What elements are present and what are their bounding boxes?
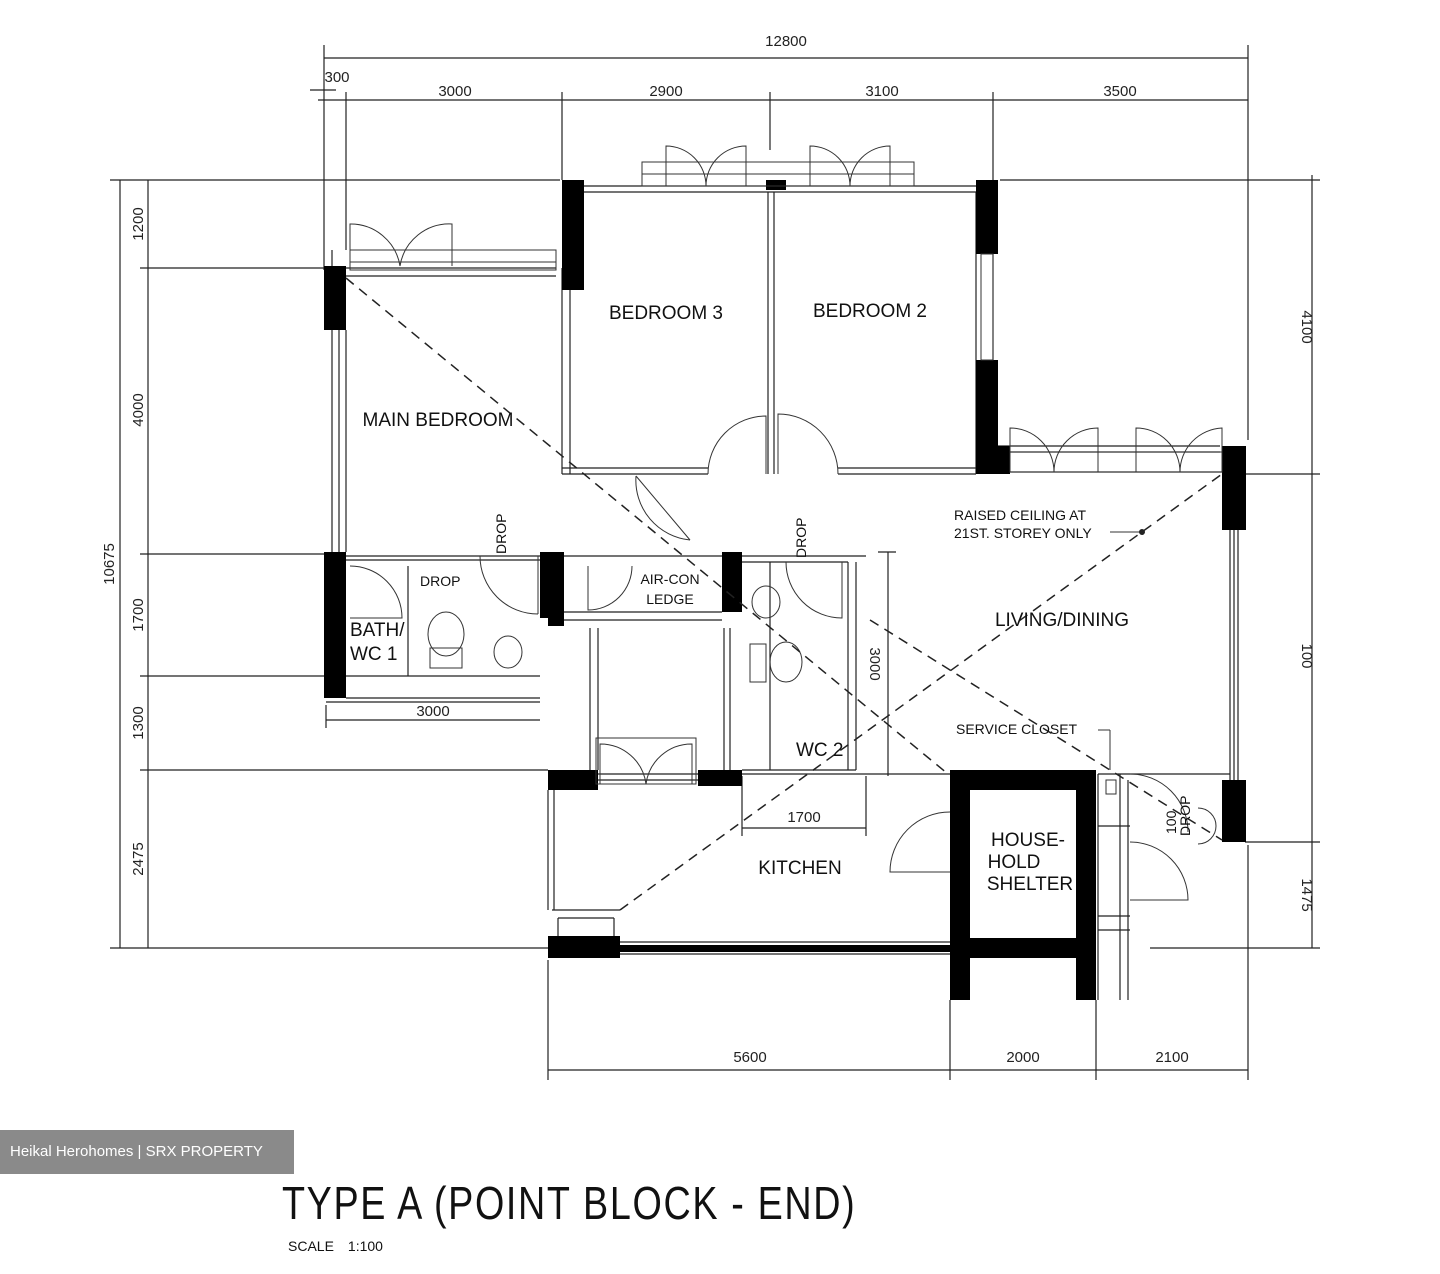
dim-left-seg-4: 1300 xyxy=(130,706,147,739)
notes: RAISED CEILING AT 21ST. STOREY ONLY DROP… xyxy=(420,507,1193,836)
walls-solid xyxy=(324,180,1246,1000)
fixtures xyxy=(427,585,1117,795)
note-drop-wc2: DROP xyxy=(793,518,809,558)
dim-left-seg-5: 2475 xyxy=(130,842,147,875)
toilet-wc2-icon xyxy=(769,641,803,683)
note-drop-corridor: DROP xyxy=(493,514,509,554)
room-labels: BEDROOM 3 BEDROOM 2 MAIN BEDROOM LIVING/… xyxy=(350,301,1129,895)
scale-note: SCALE 1:100 xyxy=(288,1238,383,1254)
dim-bottom-seg-1: 5600 xyxy=(733,1049,766,1066)
dim-right-seg-2: 1475 xyxy=(1298,878,1315,911)
note-raised-ceiling-line1: RAISED CEILING AT xyxy=(954,507,1086,523)
plan-title: TYPE A (POINT BLOCK - END) xyxy=(282,1177,857,1229)
dim-left-seg-1: 1200 xyxy=(130,207,147,240)
doors xyxy=(349,145,1223,901)
dim-left-seg-3: 1700 xyxy=(130,598,147,631)
dim-right-seg-1: 4100 xyxy=(1298,310,1315,343)
dim-wc2-height: 3000 xyxy=(866,647,883,680)
dim-bottom-seg-3: 2100 xyxy=(1155,1049,1188,1066)
label-bath-line2: WC 1 xyxy=(350,644,398,665)
dim-top-total: 12800 xyxy=(765,33,807,50)
dim-top-seg-5: 3500 xyxy=(1103,83,1136,100)
label-aircon-line2: LEDGE xyxy=(646,591,693,607)
basin-wc2-icon xyxy=(751,585,781,619)
dim-left-total: 10675 xyxy=(101,543,118,585)
scale-label: SCALE xyxy=(288,1238,334,1254)
toilet-wc1-icon xyxy=(427,611,465,657)
cross-dashes xyxy=(345,277,1223,911)
note-drop-bath: DROP xyxy=(420,573,460,589)
note-drop-closet: DROP xyxy=(1177,796,1193,836)
label-living-dining: LIVING/DINING xyxy=(995,610,1129,631)
label-main-bedroom: MAIN BEDROOM xyxy=(363,410,514,431)
dim-top-seg-4: 3100 xyxy=(865,83,898,100)
dim-bottom-seg-2: 2000 xyxy=(1006,1049,1039,1066)
windows xyxy=(349,161,1223,785)
top-dimensions: 12800 300 3000 2900 3100 3500 xyxy=(310,33,1249,440)
dim-top-seg-2: 3000 xyxy=(438,83,471,100)
label-shelter-line1: HOUSE- xyxy=(991,830,1065,851)
label-bedroom3: BEDROOM 3 xyxy=(609,303,723,324)
dim-closet-small: 100 xyxy=(1163,810,1179,834)
label-shelter-line2: HOLD xyxy=(988,852,1041,873)
label-wc2: WC 2 xyxy=(796,740,844,761)
note-raised-ceiling-line2: 21ST. STOREY ONLY xyxy=(954,525,1092,541)
dim-right-partial: 100 xyxy=(1298,643,1315,668)
basin-wc1-icon xyxy=(493,635,523,669)
dim-left-seg-2: 4000 xyxy=(130,393,147,426)
dim-wc2-width: 1700 xyxy=(787,809,820,826)
bottom-dimensions: 5600 2000 2100 3000 1700 3000 xyxy=(325,551,1249,1080)
label-aircon-line1: AIR-CON xyxy=(640,571,699,587)
right-dimensions: 4100 100 1475 xyxy=(1000,175,1320,949)
left-dimensions: 10675 1200 4000 1700 1300 2475 xyxy=(101,179,560,949)
label-bath-line1: BATH/ xyxy=(350,620,405,641)
label-kitchen: KITCHEN xyxy=(758,858,841,879)
dim-top-seg-1: 300 xyxy=(324,69,349,86)
dim-top-seg-3: 2900 xyxy=(649,83,682,100)
scale-value: 1:100 xyxy=(347,1238,383,1254)
dim-bath-width: 3000 xyxy=(416,703,449,720)
label-service-closet: SERVICE CLOSET xyxy=(956,721,1078,737)
watermark-badge: Heikal Herohomes | SRX PROPERTY xyxy=(0,1130,294,1174)
label-bedroom2: BEDROOM 2 xyxy=(813,301,927,322)
label-shelter-line3: SHELTER xyxy=(987,874,1073,895)
